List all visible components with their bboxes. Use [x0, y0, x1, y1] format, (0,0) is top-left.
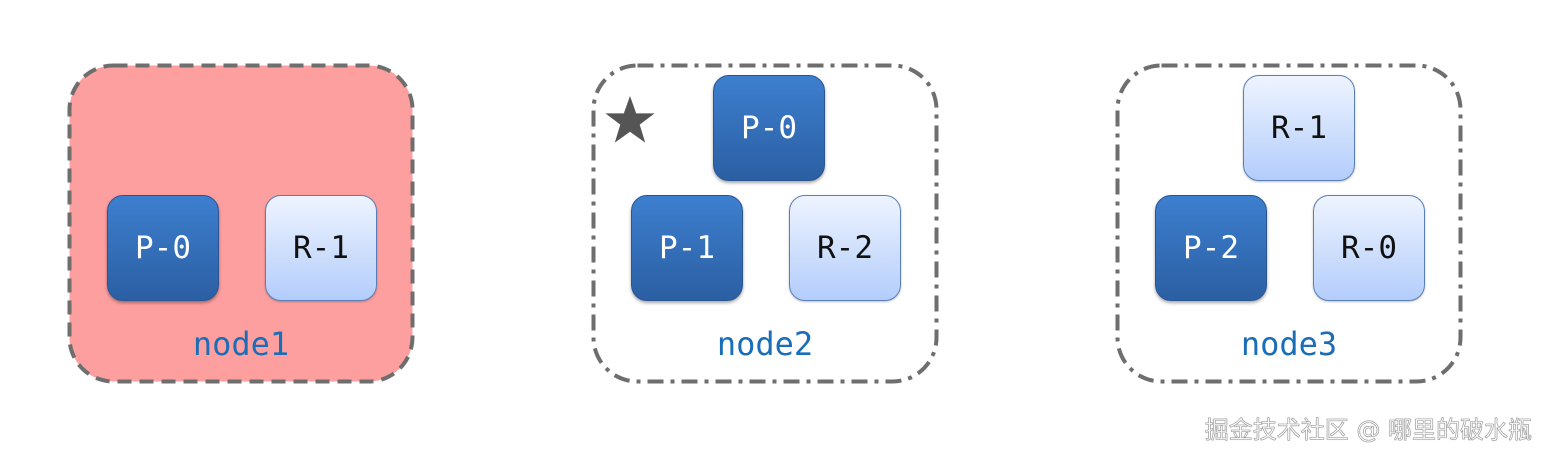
partition-r2: R-2	[789, 195, 901, 301]
star-icon	[605, 96, 655, 143]
node-1-box: P-0 R-1 node1	[67, 63, 415, 384]
partition-p0: P-0	[107, 195, 219, 301]
node-2-label: node2	[716, 325, 814, 363]
partition-p1: P-1	[631, 195, 743, 301]
partition-r0: R-0	[1313, 195, 1425, 301]
node-3-label: node3	[1240, 325, 1338, 363]
node-1-border	[67, 63, 415, 384]
partition-r1: R-1	[265, 195, 377, 301]
node-1-label: node1	[192, 325, 290, 363]
partition-p2: P-2	[1155, 195, 1267, 301]
node-2-border	[591, 63, 939, 384]
node-2-box: P-0 P-1 R-2 node2	[591, 63, 939, 384]
partition-r1: R-1	[1243, 75, 1355, 181]
partition-p0: P-0	[713, 75, 825, 181]
node-3-border	[1115, 63, 1463, 384]
watermark: 掘金技术社区 @ 哪里的破水瓶	[1204, 416, 1532, 445]
node-3-box: R-1 P-2 R-0 node3	[1115, 63, 1463, 384]
